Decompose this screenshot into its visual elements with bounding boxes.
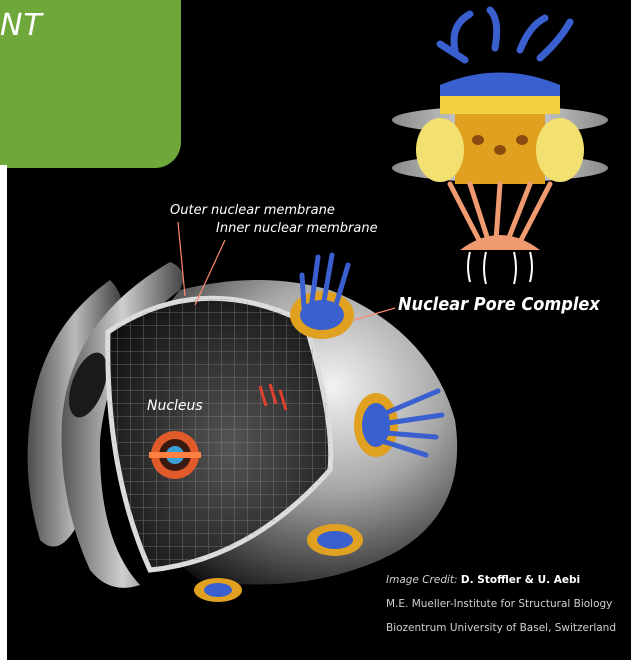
- credit-location: Biozentrum University of Basel, Switzerl…: [386, 622, 616, 634]
- surface-pore-low: [194, 578, 242, 602]
- credit-names: D. Stoffler & U. Aebi: [461, 574, 580, 586]
- surface-pore-bottom: [307, 524, 363, 556]
- nuclear-pore-complex-label: Nuclear Pore Complex: [398, 294, 600, 315]
- nucleus-label: Nucleus: [147, 398, 203, 414]
- credit-institute: M.E. Mueller-Institute for Structural Bi…: [386, 598, 612, 610]
- inner-membrane-label: Inner nuclear membrane: [216, 221, 378, 236]
- image-credit: Image Credit: D. Stoffler & U. Aebi: [386, 574, 580, 586]
- pore-complex-detail: [392, 10, 608, 284]
- outer-membrane-label: Outer nuclear membrane: [170, 203, 335, 218]
- credit-label: Image Credit:: [386, 574, 458, 586]
